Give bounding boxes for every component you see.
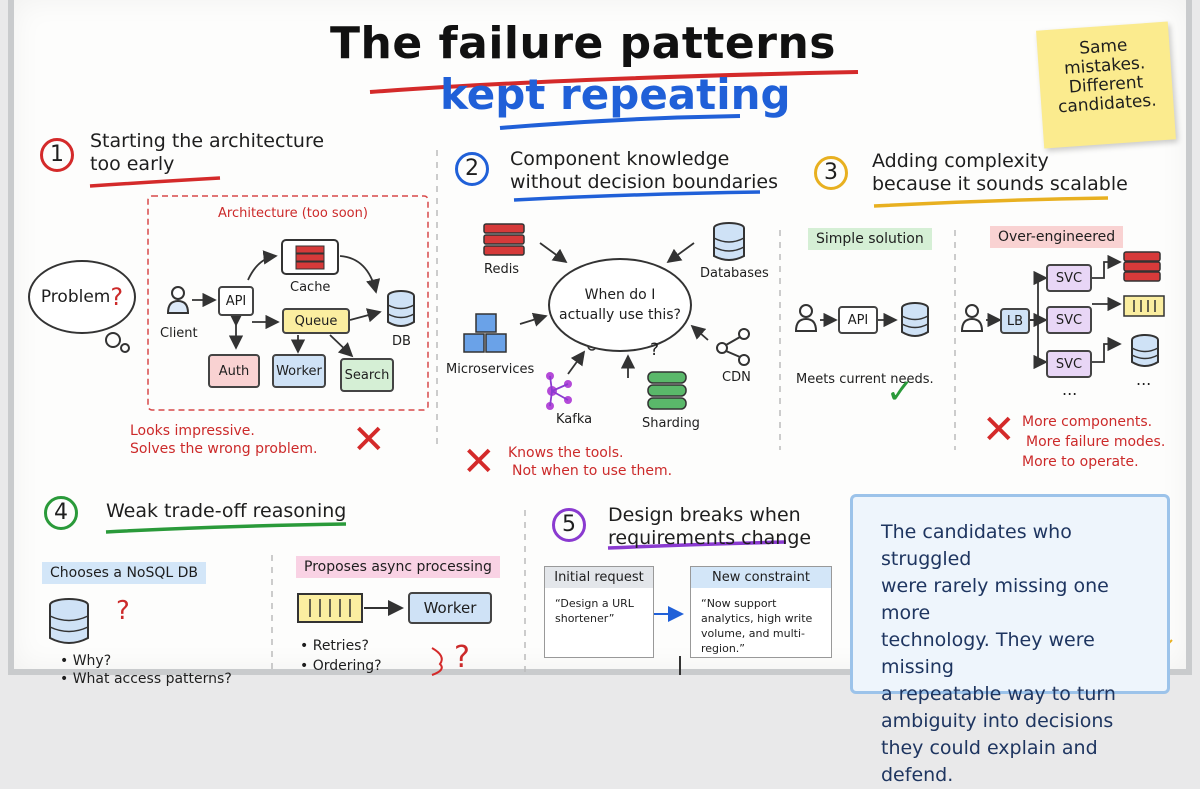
queue-box: Queue: [282, 308, 350, 334]
cross-icon: ✕: [462, 439, 496, 485]
client-label: Client: [160, 326, 198, 341]
diagram-lines: [89, 70, 1173, 685]
question-mark: ?: [650, 340, 660, 360]
meets-needs-label: Meets current needs.: [796, 372, 934, 387]
cross-icon: ✕: [982, 407, 1016, 453]
section-1-number: 1: [40, 138, 74, 172]
databases-label: Databases: [700, 266, 769, 281]
worker-box: Worker: [408, 592, 492, 624]
initial-request-card: Initial request “Design a URL shortener”: [544, 566, 654, 658]
over-engineered-tag: Over-engineered: [990, 226, 1124, 248]
section-1-note: Looks impressive. Solves the wrong probl…: [130, 423, 318, 457]
sticky-note: Same mistakes. Different candidates.: [1036, 21, 1176, 149]
cross-icon: ✕: [352, 417, 386, 463]
section-4-number: 4: [44, 496, 78, 530]
cdn-label: CDN: [722, 370, 751, 385]
section-2-heading: Component knowledge without decision bou…: [510, 148, 778, 193]
section-3-heading: Adding complexity because it sounds scal…: [872, 150, 1128, 195]
microservices-label: Microservices: [446, 362, 535, 377]
question-mark: ?: [454, 640, 470, 675]
kafka-label: Kafka: [556, 412, 593, 427]
svc-box: SVC: [1046, 306, 1092, 334]
cache-label: Cache: [290, 280, 331, 295]
svc-box: SVC: [1046, 264, 1092, 292]
page-subtitle: kept repeating: [440, 70, 791, 119]
problem-cloud: Problem?: [28, 260, 136, 334]
search-box: Search: [340, 358, 394, 392]
redis-label: Redis: [484, 262, 520, 277]
section-1-heading: Starting the architecture too early: [90, 130, 325, 175]
section-3-number: 3: [814, 156, 848, 190]
title-underline-red: [369, 70, 859, 94]
nosql-questions: • Why? • What access patterns?: [60, 653, 232, 687]
db-label: DB: [392, 334, 411, 349]
page-title: The failure patterns: [330, 18, 836, 69]
check-icon: ✓: [886, 372, 915, 412]
section-2-note: Knows the tools. Not when to use them.: [508, 445, 673, 479]
section-3-note: More components. More failure modes. Mor…: [1022, 414, 1166, 470]
more-services-dots: ...: [1062, 380, 1078, 399]
auth-box: Auth: [208, 354, 260, 388]
api-box: API: [838, 306, 878, 334]
worker-box: Worker: [272, 354, 326, 388]
sharding-label: Sharding: [642, 416, 700, 431]
architecture-frame-label: Architecture (too soon): [218, 206, 368, 221]
lb-box: LB: [1000, 308, 1030, 334]
async-questions: • Retries? • Ordering?: [300, 638, 382, 674]
async-tag: Proposes async processing: [296, 556, 500, 578]
section-5-number: 5: [552, 508, 586, 542]
svc-box: SVC: [1046, 350, 1092, 378]
simple-solution-tag: Simple solution: [808, 228, 932, 250]
question-mark: ?: [116, 596, 130, 626]
section-4-heading: Weak trade-off reasoning: [106, 500, 347, 522]
more-services-dots: ...: [1136, 370, 1152, 389]
question-cloud: When do I actually use this?: [548, 258, 692, 352]
nosql-tag: Chooses a NoSQL DB: [42, 562, 207, 584]
api-box: API: [218, 286, 254, 316]
title-underline-blue: [499, 114, 741, 130]
section-5-heading: Design breaks when requirements change: [608, 504, 812, 549]
new-constraint-card: New constraint “Now support analytics, h…: [690, 566, 832, 658]
conclusion-note: The candidates who struggled were rarely…: [850, 494, 1170, 786]
section-2-number: 2: [455, 152, 489, 186]
